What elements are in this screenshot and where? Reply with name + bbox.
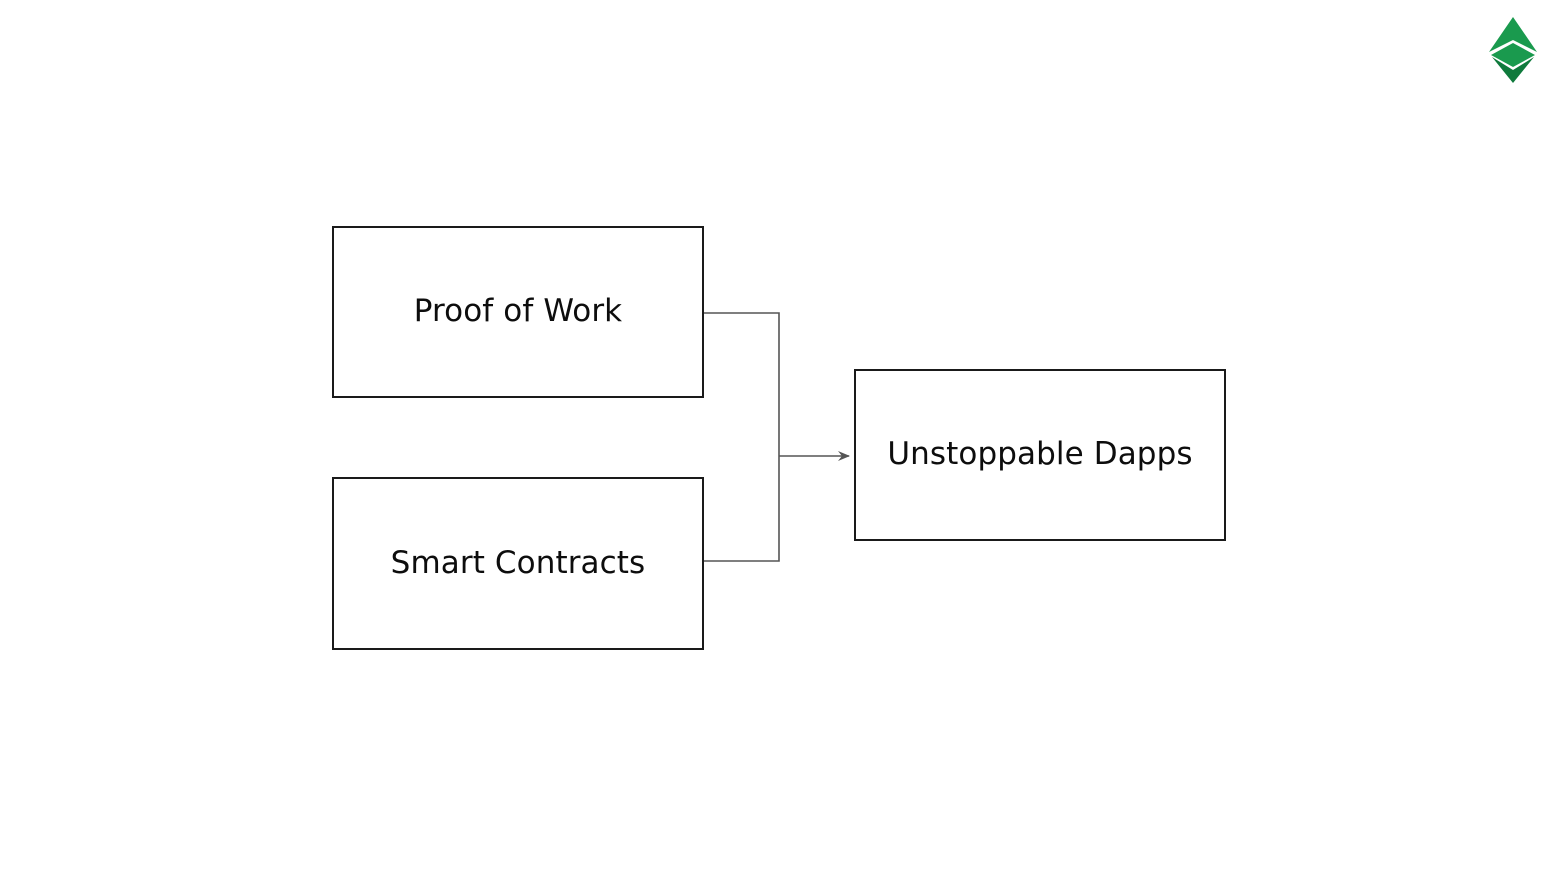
node-proof-of-work[interactable]: Proof of Work: [332, 226, 704, 398]
ethereum-classic-logo: [1487, 16, 1539, 84]
node-unstoppable-dapps[interactable]: Unstoppable Dapps: [854, 369, 1226, 541]
node-smart-contracts[interactable]: Smart Contracts: [332, 477, 704, 650]
edge-pow-to-dapps: [704, 312, 780, 456]
edge-smart-contracts-to-dapps: [704, 456, 780, 562]
node-smart-contracts-label: Smart Contracts: [390, 544, 646, 581]
node-proof-of-work-label: Proof of Work: [413, 293, 623, 330]
node-unstoppable-dapps-label: Unstoppable Dapps: [887, 436, 1193, 473]
